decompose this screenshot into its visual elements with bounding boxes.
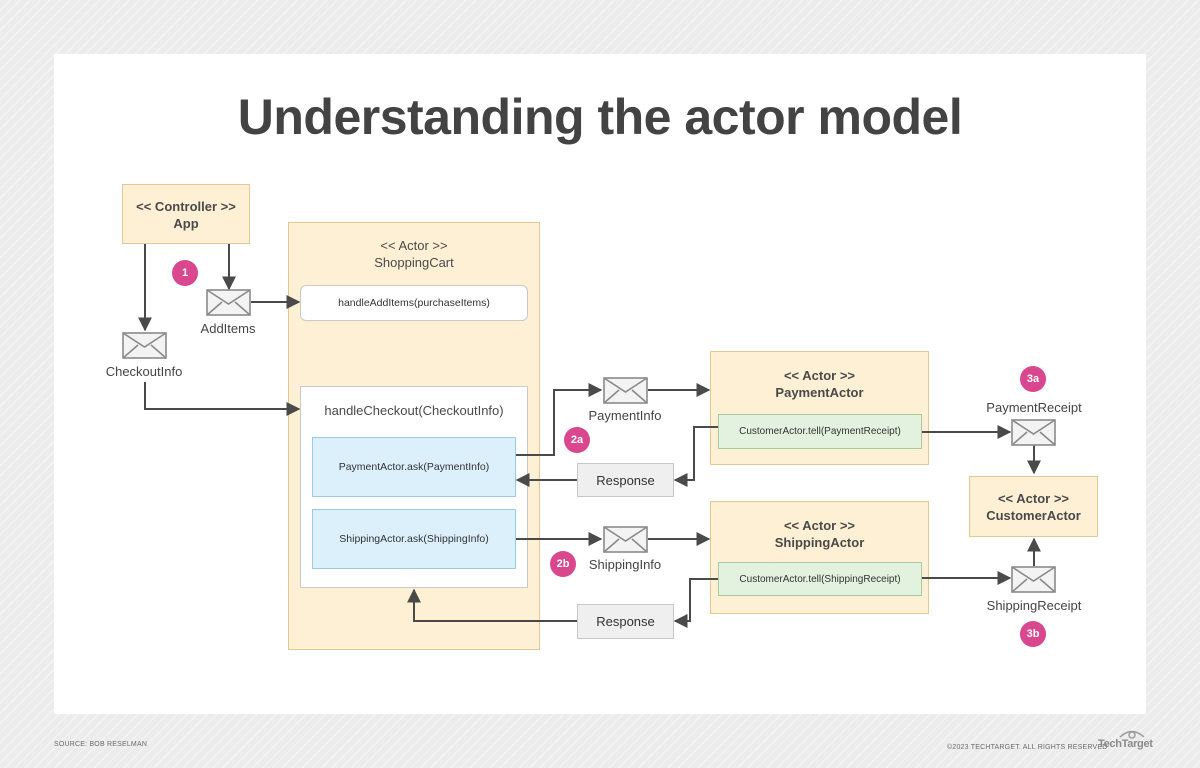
shipping-actor-stereotype: << Actor >>	[783, 518, 856, 533]
paymentinfo-label: PaymentInfo	[588, 408, 662, 423]
payment-ask-box: PaymentActor.ask(PaymentInfo)	[312, 437, 516, 497]
shipping-actor-to-response-arrow	[673, 578, 718, 628]
shipping-ask-label: ShippingActor.ask(ShippingInfo)	[339, 533, 489, 545]
step-badge-3a: 3a	[1020, 366, 1046, 392]
checkoutinfo-to-checkout-arrow	[144, 382, 301, 416]
response-to-checkout-arrow	[407, 588, 577, 622]
diagram-title: Understanding the actor model	[237, 89, 963, 145]
shipping-actor-name: ShippingActor	[774, 535, 865, 550]
shipping-response-label: Response	[596, 614, 655, 629]
techtarget-brand: TechTarget	[1098, 738, 1153, 750]
controller-name: App	[173, 216, 199, 231]
payment-response-label: Response	[596, 472, 655, 488]
copyright-notice: ©2023 TECHTARGET. ALL RIGHTS RESERVED	[947, 744, 1108, 751]
shippinginfo-envelope-icon	[603, 526, 648, 553]
step-badge-1: 1	[172, 260, 198, 286]
shipping-response-box: Response	[577, 604, 674, 639]
payment-ask-label: PaymentActor.ask(PaymentInfo)	[338, 461, 490, 473]
shopping-cart-name: ShoppingCart	[374, 255, 454, 270]
step-badge-2b: 2b	[550, 551, 576, 577]
source-credit: SOURCE: BOB RESELMAN	[54, 741, 148, 748]
customer-actor-box: << Actor >> CustomerActor	[969, 476, 1098, 537]
paymentreceipt-envelope-icon	[1011, 419, 1056, 446]
shopping-cart-stereotype: << Actor >>	[380, 238, 448, 253]
controller-stereotype: << Controller >>	[136, 199, 236, 214]
payment-response-box: Response	[577, 463, 674, 497]
payment-tell-label: CustomerActor.tell(PaymentReceipt)	[739, 426, 901, 437]
techtarget-logo-icon	[1119, 730, 1145, 739]
handle-add-items-label: handleAddItems(purchaseItems)	[338, 297, 490, 309]
step-badge-2a: 2a	[564, 427, 590, 453]
customer-actor-stereotype: << Actor >>	[997, 491, 1070, 506]
shippinginfo-label: ShippingInfo	[588, 557, 662, 572]
checkoutinfo-envelope-icon	[122, 332, 167, 359]
paymentreceipt-label: PaymentReceipt	[986, 400, 1082, 415]
checkoutinfo-label: CheckoutInfo	[105, 364, 183, 379]
shipping-ask-box: ShippingActor.ask(ShippingInfo)	[312, 509, 516, 569]
payment-actor-to-response-arrow	[673, 426, 718, 487]
customer-actor-name: CustomerActor	[986, 508, 1081, 523]
shipping-tell-box: CustomerActor.tell(ShippingReceipt)	[718, 562, 922, 596]
additems-envelope-icon	[206, 289, 251, 316]
shippingreceipt-label: ShippingReceipt	[986, 598, 1082, 613]
paymentinfo-envelope-icon	[603, 377, 648, 404]
additems-label: AddItems	[200, 321, 256, 336]
payment-actor-name: PaymentActor	[775, 385, 864, 400]
controller-app-box: << Controller >> App	[122, 184, 250, 244]
payment-tell-box: CustomerActor.tell(PaymentReceipt)	[718, 414, 922, 449]
shippingreceipt-envelope-icon	[1011, 566, 1056, 593]
payment-actor-stereotype: << Actor >>	[783, 368, 856, 383]
handle-checkout-label: handleCheckout(CheckoutInfo)	[324, 403, 504, 418]
shipping-tell-label: CustomerActor.tell(ShippingReceipt)	[739, 573, 901, 585]
payment-ask-to-envelope-arrow	[516, 383, 603, 456]
handle-add-items-box: handleAddItems(purchaseItems)	[300, 285, 528, 321]
step-badge-3b: 3b	[1020, 621, 1046, 647]
